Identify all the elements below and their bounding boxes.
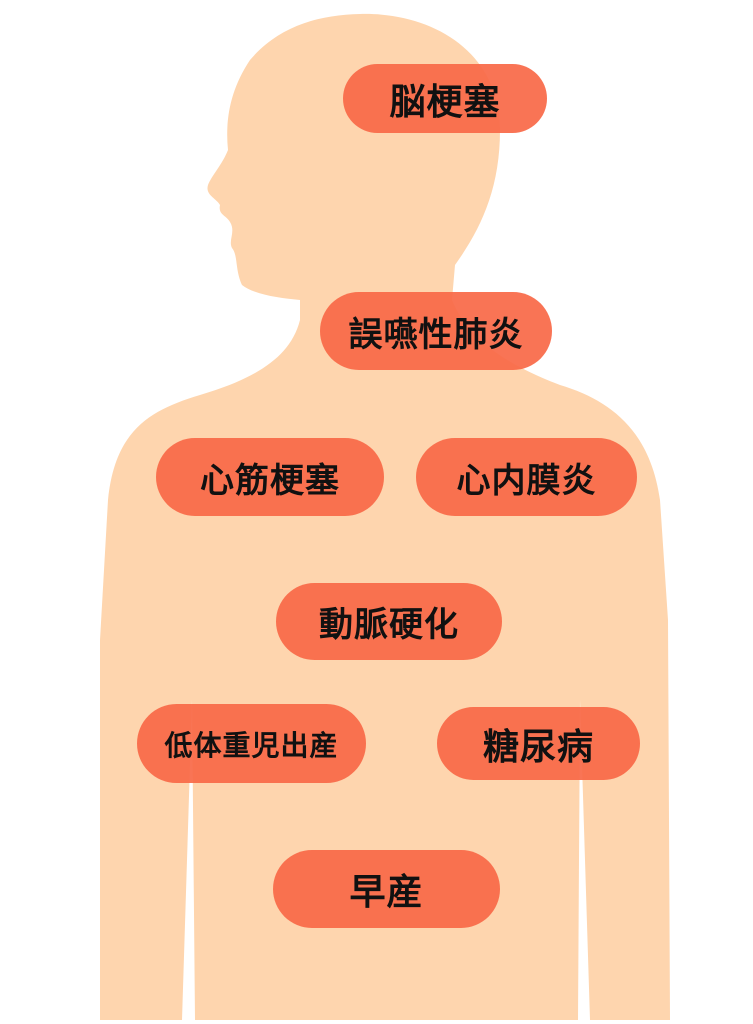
label-premature-birth: 早産 [273,850,500,928]
label-myocardial-infarction: 心筋梗塞 [156,438,384,516]
label-endocarditis: 心内膜炎 [416,438,637,516]
label-aspiration-pneumonia: 誤嚥性肺炎 [320,292,552,370]
label-diabetes: 糖尿病 [437,707,640,780]
label-low-birth-weight: 低体重児出産 [137,704,366,783]
label-cerebral-infarction: 脳梗塞 [343,64,547,133]
label-arteriosclerosis: 動脈硬化 [276,583,502,660]
